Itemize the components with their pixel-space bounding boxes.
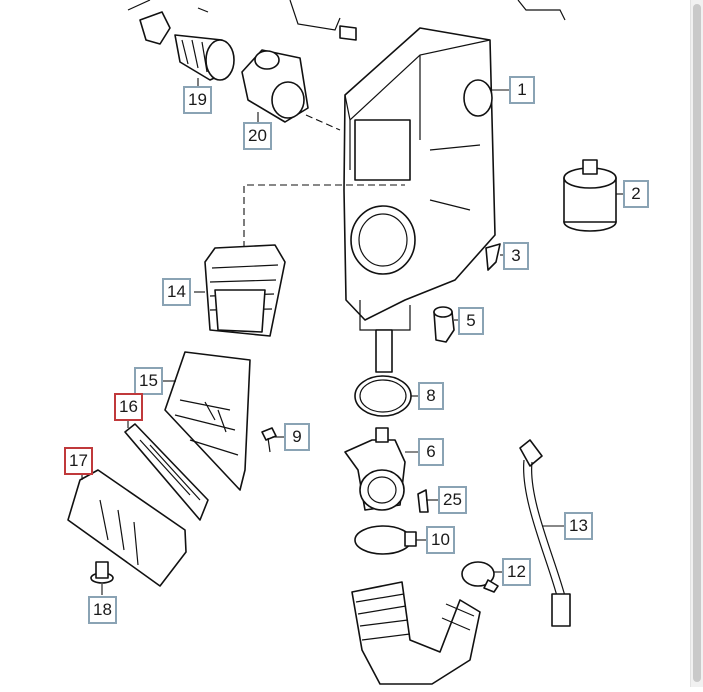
part-8-ring	[354, 375, 412, 417]
callout-13[interactable]: 13	[564, 512, 593, 540]
leader-lines	[81, 78, 628, 595]
part-1-housing	[343, 27, 496, 373]
callout-8[interactable]: 8	[418, 382, 444, 410]
part-10-clamp	[354, 525, 417, 555]
part-16-ribs	[139, 439, 201, 501]
callout-16[interactable]: 16	[114, 393, 143, 421]
part-19-hose	[127, 0, 235, 81]
part-3-clip	[485, 243, 501, 271]
callout-5[interactable]: 5	[458, 307, 484, 335]
scrollbar-thumb[interactable]	[693, 4, 701, 682]
callout-1[interactable]: 1	[509, 76, 535, 104]
vertical-scrollbar[interactable]	[690, 0, 703, 687]
part-18-clip	[90, 561, 114, 584]
part-20-intake	[241, 49, 341, 131]
part-15-air-guide	[164, 351, 251, 491]
part-2-filter	[563, 159, 617, 232]
part-12-clamp	[461, 561, 499, 593]
callout-15[interactable]: 15	[134, 367, 163, 395]
part-13-pipe	[519, 439, 571, 627]
part-9-screw	[261, 427, 277, 453]
callout-17[interactable]: 17	[64, 447, 93, 475]
callout-19[interactable]: 19	[183, 86, 212, 114]
top-fittings	[289, 0, 566, 41]
callout-9[interactable]: 9	[284, 423, 310, 451]
part-17-cover	[67, 469, 187, 587]
part-16-gasket	[124, 423, 209, 521]
callout-14[interactable]: 14	[162, 278, 191, 306]
callout-25[interactable]: 25	[438, 486, 467, 514]
part-5-plug	[433, 306, 455, 343]
intake-hose-bottom	[351, 581, 481, 685]
callout-18[interactable]: 18	[88, 596, 117, 624]
callout-2[interactable]: 2	[623, 180, 649, 208]
callout-20[interactable]: 20	[243, 122, 272, 150]
part-25-screw	[417, 489, 429, 513]
callout-10[interactable]: 10	[426, 526, 455, 554]
diagram-drawing	[67, 0, 628, 685]
part-14-duct	[204, 244, 286, 337]
callout-12[interactable]: 12	[502, 558, 531, 586]
part-6-meter	[344, 427, 406, 511]
callout-3[interactable]: 3	[503, 242, 529, 270]
callout-6[interactable]: 6	[418, 438, 444, 466]
guide-line-14	[243, 184, 405, 248]
